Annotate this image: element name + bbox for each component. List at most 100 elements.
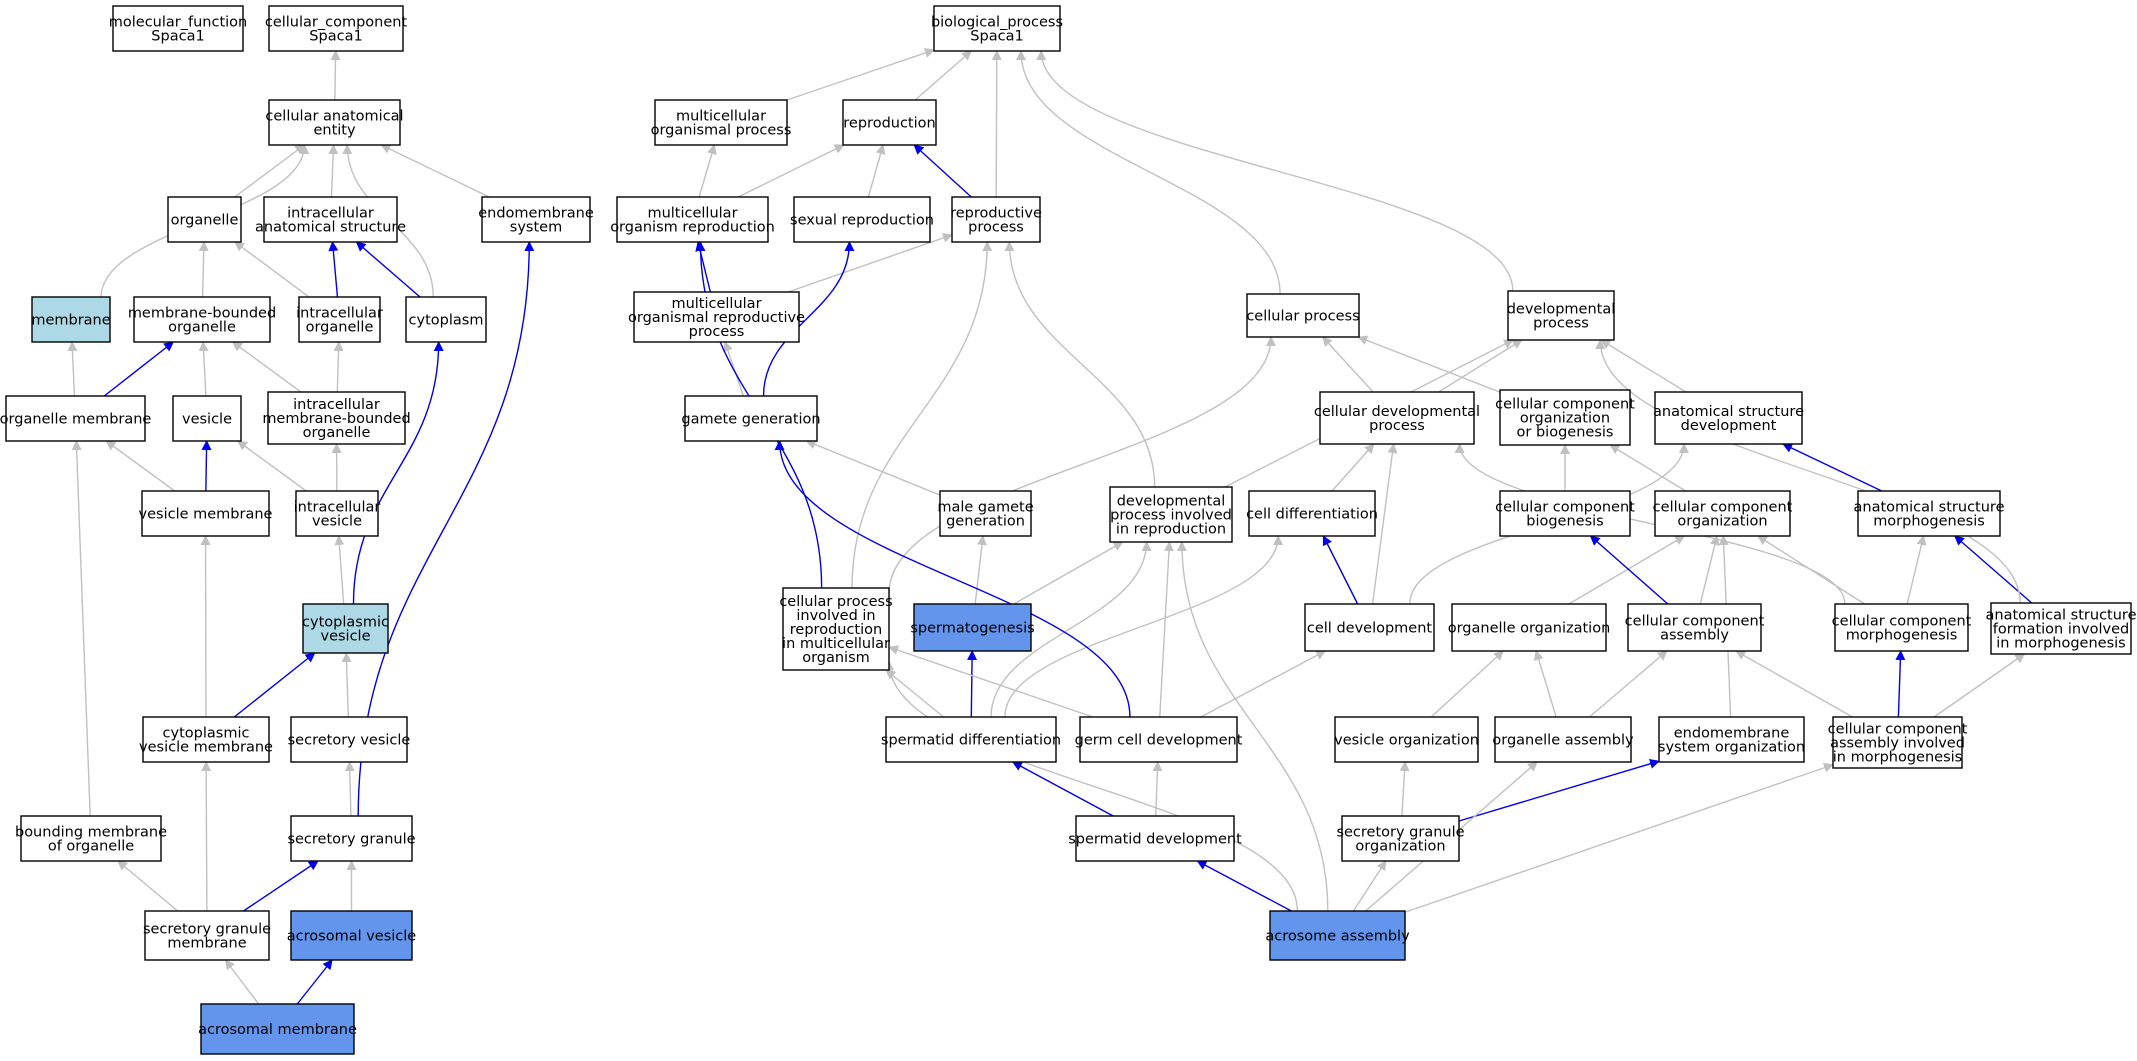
node-box[interactable] [1832, 716, 1963, 769]
node-aa[interactable]: acrosome assembly [1265, 910, 1410, 961]
node-box[interactable] [1654, 391, 1803, 445]
node-box[interactable] [267, 391, 406, 445]
node-box[interactable] [172, 395, 242, 442]
node-box[interactable] [298, 296, 381, 343]
node-box[interactable] [1341, 815, 1460, 862]
node-box[interactable] [290, 815, 413, 862]
node-box[interactable] [1990, 602, 2132, 655]
node-vm[interactable]: vesicle membrane [139, 490, 273, 537]
node-box[interactable] [842, 99, 937, 146]
node-box[interactable] [1857, 490, 2001, 537]
node-box[interactable] [20, 815, 162, 862]
node-box[interactable] [1079, 716, 1238, 763]
node-org[interactable]: organelle [167, 196, 242, 243]
node-box[interactable] [1507, 290, 1615, 341]
node-box[interactable] [481, 196, 591, 243]
node-cd[interactable]: cell differentiation [1246, 490, 1378, 537]
node-box[interactable] [939, 490, 1032, 537]
node-box[interactable] [951, 196, 1041, 243]
node-mem[interactable]: membrane [31, 296, 111, 343]
node-box[interactable] [295, 490, 379, 537]
node-box[interactable] [1654, 490, 1791, 537]
node-box[interactable] [263, 196, 398, 243]
node-box[interactable] [933, 5, 1061, 52]
node-box[interactable] [1248, 490, 1376, 537]
node-box[interactable] [405, 296, 487, 343]
node-box[interactable] [1499, 389, 1631, 446]
node-av[interactable]: acrosomal vesicle [287, 910, 417, 961]
node-oo[interactable]: organelle organization [1448, 603, 1611, 652]
node-box[interactable] [268, 99, 401, 146]
node-sdev[interactable]: spermatid development [1068, 815, 1242, 862]
node-box[interactable] [200, 1003, 355, 1055]
node-sg[interactable]: secretory granule [287, 815, 416, 862]
node-box[interactable] [302, 603, 389, 654]
node-box[interactable] [268, 5, 404, 52]
node-sr[interactable]: sexual reproduction [790, 196, 934, 243]
node-box[interactable] [1109, 486, 1233, 543]
node-box[interactable] [31, 296, 111, 343]
node-box[interactable] [1494, 716, 1632, 763]
node-sv[interactable]: secretory vesicle [288, 716, 411, 763]
node-cdev[interactable]: cell development [1304, 603, 1435, 652]
node-box[interactable] [167, 196, 242, 243]
node-box[interactable] [290, 716, 408, 763]
node-oa[interactable]: organelle assembly [1492, 716, 1634, 763]
node-box[interactable] [793, 196, 931, 243]
node-box[interactable] [684, 395, 818, 442]
node-gcd[interactable]: germ cell development [1075, 716, 1243, 763]
node-box[interactable] [1658, 716, 1805, 763]
node-box[interactable] [1246, 293, 1360, 338]
node-box[interactable] [913, 603, 1032, 652]
node-om[interactable]: organelle membrane [0, 395, 151, 442]
node-box[interactable] [782, 587, 890, 671]
node-ves[interactable]: vesicle [172, 395, 242, 442]
node-box[interactable] [1834, 603, 1969, 652]
node-box[interactable] [1499, 490, 1631, 537]
node-box[interactable] [1451, 603, 1607, 652]
node-am[interactable]: acrosomal membrane [198, 1003, 357, 1055]
node-cyt[interactable]: cytoplasm [405, 296, 487, 343]
node-spg[interactable]: spermatogenesis [910, 603, 1035, 652]
node-sd[interactable]: spermatid differentiation [881, 716, 1061, 763]
node-box[interactable] [885, 716, 1057, 763]
node-box[interactable] [290, 910, 413, 961]
node-box[interactable] [133, 296, 271, 343]
node-box[interactable] [5, 395, 146, 442]
node-box[interactable] [142, 716, 270, 763]
node-box[interactable] [1304, 603, 1435, 652]
node-box[interactable] [1627, 603, 1762, 652]
node-box[interactable] [144, 910, 270, 961]
node-box[interactable] [654, 99, 788, 146]
node-rep[interactable]: reproduction [842, 99, 937, 146]
